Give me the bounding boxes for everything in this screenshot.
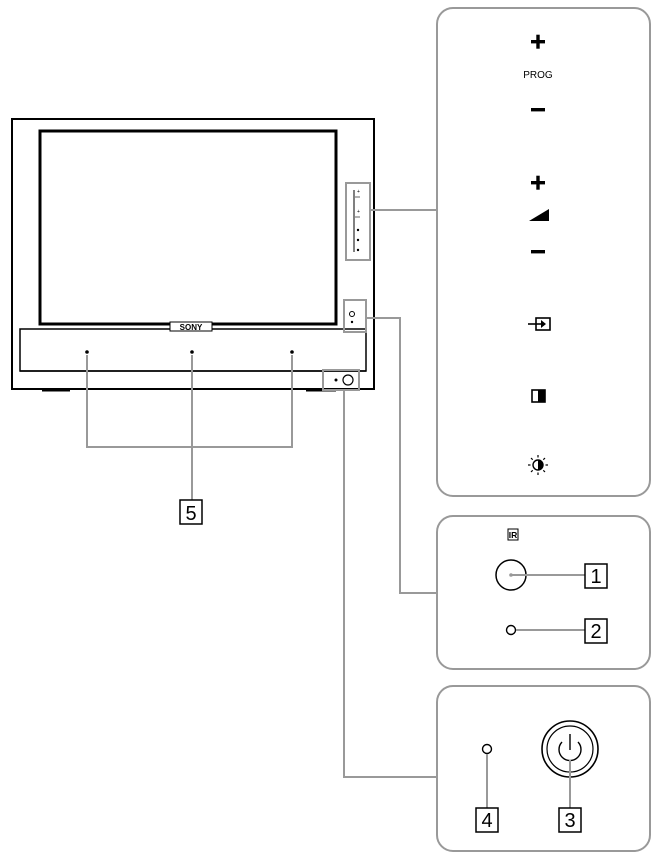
callout-2-box: [584, 618, 608, 644]
prog-label: PROG: [523, 70, 553, 81]
brightness-icon: [528, 455, 548, 475]
callout-1-box: [584, 563, 608, 589]
callout-1: 1: [590, 566, 601, 588]
speaker-left: [85, 350, 89, 354]
callout-4-box: [475, 807, 499, 833]
ir-sensor-icon: IR: [507, 528, 519, 541]
power-indicator-icon: [481, 743, 493, 755]
side-buttons: + +: [355, 189, 360, 252]
callout-5-box: [179, 499, 203, 525]
speaker-right: [290, 350, 294, 354]
input-icon: [528, 317, 551, 331]
tv-power-button: [342, 374, 354, 386]
side-panel-highlight: [345, 182, 371, 261]
volume-icon: [529, 209, 549, 221]
prog-minus-icon: [531, 108, 545, 112]
light-sensor: [505, 624, 517, 636]
tv-screen: [38, 129, 338, 326]
tv-power-led: [334, 378, 338, 382]
callout-5: 5: [185, 503, 196, 525]
brand-logo: SONY: [180, 323, 203, 332]
callout-2: 2: [590, 621, 601, 643]
power-highlight: [322, 369, 360, 391]
svg-text:+: +: [357, 209, 360, 215]
power-panel: [436, 685, 651, 852]
control-panel-buttons: PROG: [523, 34, 553, 475]
ir-highlight: [343, 299, 367, 333]
leader-power: [343, 390, 437, 778]
callout-4: 4: [481, 810, 492, 832]
callout-3: 3: [564, 810, 575, 832]
svg-text:+: +: [357, 189, 360, 195]
brand-plate: [169, 321, 213, 332]
prog-plus-icon: [531, 34, 545, 49]
svg-text:IR: IR: [509, 530, 518, 540]
leader-ir: [366, 317, 437, 594]
tv-set: SONY + +: [11, 118, 375, 392]
speaker-center: [190, 350, 194, 354]
volume-minus-icon: [531, 250, 545, 254]
speaker-bracket: [86, 355, 293, 448]
volume-plus-icon: [531, 175, 545, 190]
ir-panel: [436, 515, 651, 670]
power-button-icon: [541, 720, 599, 778]
callout-3-box: [558, 807, 582, 833]
display-mode-icon: [531, 389, 546, 403]
